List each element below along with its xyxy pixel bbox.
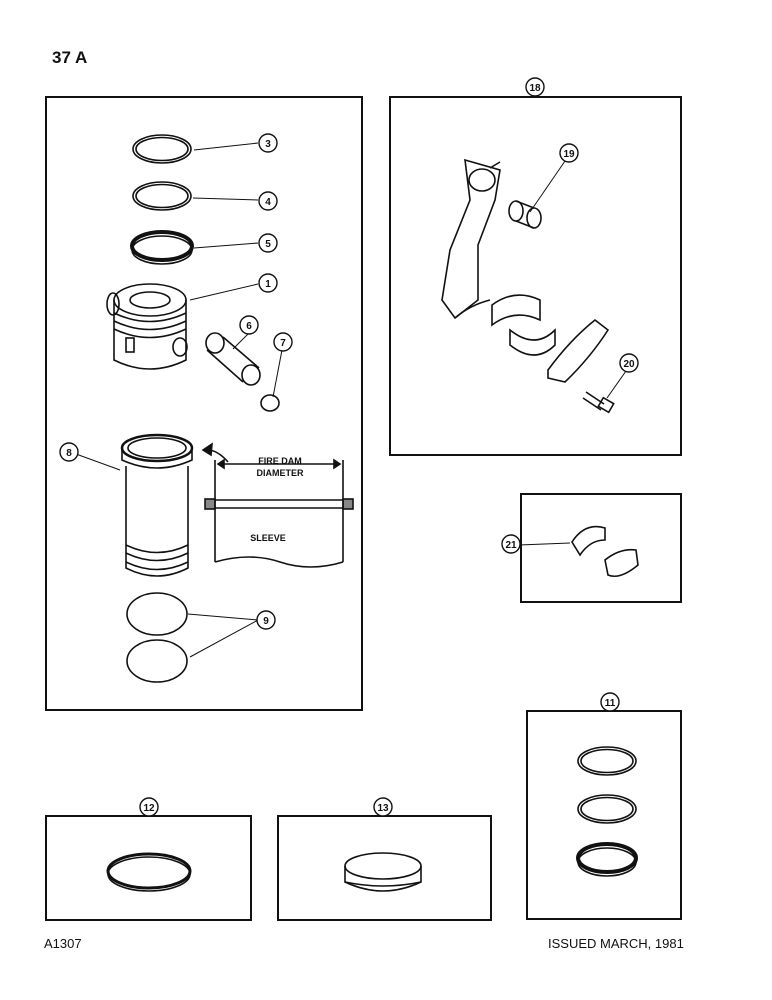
rod-cap [547, 318, 610, 383]
o-ring-9-upper [126, 592, 188, 636]
callout-6: 6 [246, 321, 252, 332]
page-number: 37 A [52, 48, 88, 67]
connecting-rod-18 [441, 158, 501, 320]
piston-pin-6 [205, 332, 261, 386]
callout-20: 20 [623, 359, 635, 370]
callout-7: 7 [280, 338, 286, 349]
callout-18: 18 [529, 83, 541, 94]
fire-dam-label: FIRE DAM [258, 456, 302, 466]
callout-21: 21 [505, 540, 517, 551]
panel-rod-bearing [520, 493, 682, 603]
panel-ring-set [526, 710, 682, 920]
ring-set-11 [576, 746, 638, 877]
callout-circle-20 [619, 353, 639, 373]
callout-5: 5 [265, 239, 271, 250]
callout-11: 11 [605, 698, 616, 709]
panel-piston-group [45, 96, 363, 711]
callout-circle-8 [59, 442, 79, 462]
fire-ring-13 [344, 852, 422, 892]
snap-ring-left [106, 292, 120, 316]
bushing-19 [508, 200, 542, 229]
callout-circle-18 [525, 77, 545, 97]
callout-3: 3 [265, 139, 271, 150]
o-ring-9-lower [126, 639, 188, 683]
callout-circle-3 [258, 133, 278, 153]
callout-circle-19 [559, 143, 579, 163]
piston-ring-5 [130, 230, 194, 265]
callout-13: 13 [377, 803, 389, 814]
issue-date: ISSUED MARCH, 1981 [548, 936, 684, 951]
callout-circle-21 [501, 534, 521, 554]
callout-19: 19 [563, 149, 575, 160]
piston-1 [113, 283, 188, 370]
diameter-label: DIAMETER [257, 468, 305, 478]
callout-circle-9 [256, 610, 276, 630]
callout-12: 12 [143, 803, 155, 814]
callout-circle-11 [600, 692, 620, 712]
callout-circle-1 [258, 273, 278, 293]
piston-ring-3 [132, 134, 192, 164]
callout-9: 9 [263, 616, 269, 627]
callout-circle-5 [258, 233, 278, 253]
callout-8: 8 [66, 448, 72, 459]
ring-12 [106, 852, 192, 892]
callout-circle-4 [258, 191, 278, 211]
callout-circle-6 [239, 315, 259, 335]
callout-circle-12 [139, 797, 159, 817]
sleeve-section-detail [204, 458, 354, 568]
bearing-shell-21 [571, 525, 639, 578]
callout-circle-13 [373, 797, 393, 817]
cylinder-sleeve-8 [120, 433, 194, 577]
snap-ring-7 [260, 394, 280, 412]
rod-bearing-halves [491, 294, 556, 356]
sleeve-label: SLEEVE [250, 533, 286, 543]
callout-4: 4 [265, 197, 271, 208]
figure-code: A1307 [44, 936, 82, 951]
callout-circle-7 [273, 332, 293, 352]
callout-1: 1 [265, 279, 271, 290]
piston-ring-4 [132, 181, 192, 211]
rod-bolt-20 [582, 391, 615, 414]
